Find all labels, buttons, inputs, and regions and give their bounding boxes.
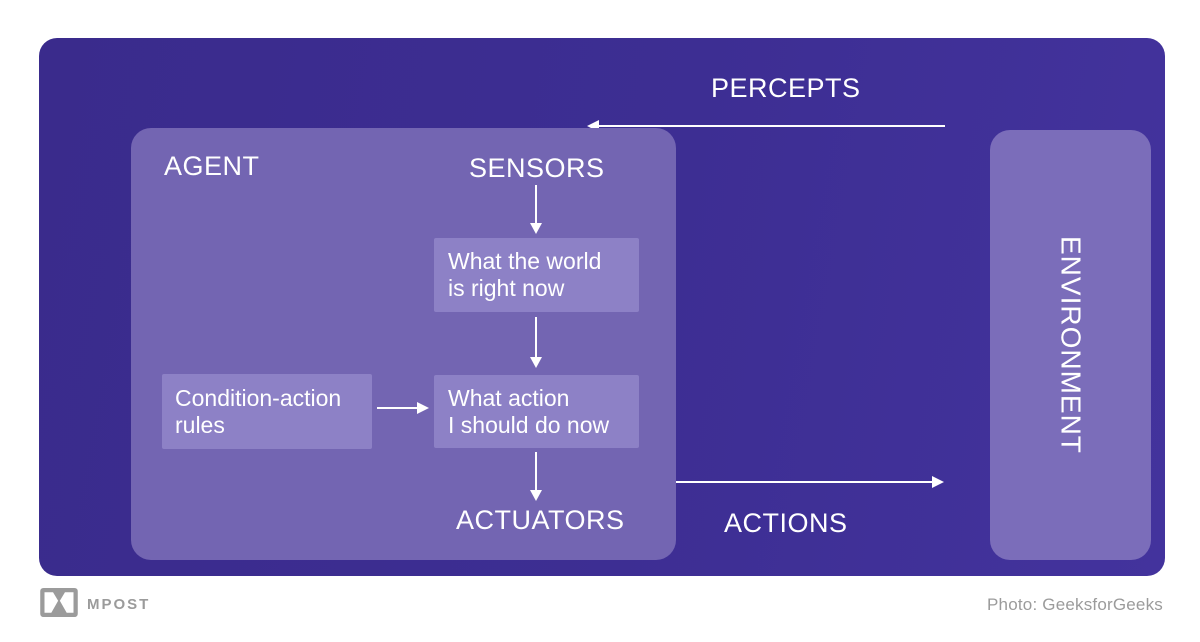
world-state-line2: is right now [448,275,565,301]
arrow-line [598,125,945,127]
environment-label: ENVIRONMENT [1055,236,1087,454]
environment-panel: ENVIRONMENT [990,130,1151,560]
actuators-label: ACTUATORS [456,505,625,535]
percepts-label: PERCEPTS [711,73,861,103]
action-choice-line2: I should do now [448,411,610,438]
diagram-board: PERCEPTS ACTIONS AGENT SENSORS What the … [39,38,1165,576]
world-state-box: What the world is right now [434,238,639,312]
arrow-head-right [417,402,429,414]
photo-credit: Photo: GeeksforGeeks [987,595,1163,614]
sensors-label: SENSORS [469,153,605,183]
arrow-line [377,407,419,409]
rules-box: Condition-action rules [162,374,372,449]
arrow-line [593,481,933,483]
world-state-line1: What the world [448,248,602,274]
rules-line1: Condition-action [175,384,342,411]
action-choice-line1: What action [448,384,570,411]
mpost-brand: MPOST [40,588,150,617]
rules-line2: rules [175,411,225,438]
actions-label: ACTIONS [724,508,848,538]
mpost-brand-text: MPOST [87,595,151,613]
arrow-line [535,317,537,357]
arrow-head-down [530,357,542,368]
arrow-head-down [530,490,542,501]
arrow-head-right [932,476,944,488]
arrow-line [535,452,537,490]
mpost-logo-icon [40,588,78,617]
arrow-line [535,185,537,223]
agent-label: AGENT [164,151,260,181]
agent-panel: AGENT SENSORS What the world is right no… [131,128,676,560]
action-choice-box: What action I should do now [434,375,639,448]
arrow-head-down [530,223,542,234]
